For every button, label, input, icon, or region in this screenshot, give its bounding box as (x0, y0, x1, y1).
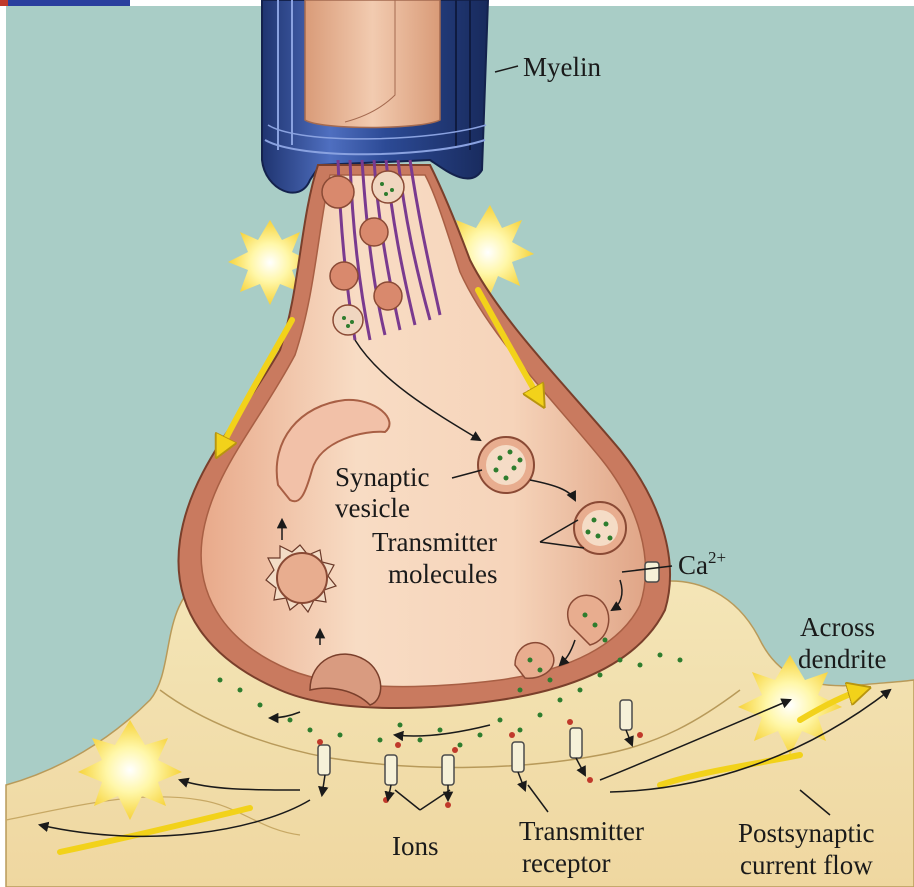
label-calcium-superscript: 2+ (708, 548, 726, 567)
label-synaptic-vesicle-line2: vesicle (335, 493, 410, 523)
label-synaptic-vesicle-line1: Synaptic (335, 462, 430, 492)
label-myelin: Myelin (523, 52, 601, 82)
label-transmitter-receptor-line2: receptor (522, 848, 610, 878)
label-ions: Ions (392, 831, 439, 861)
label-calcium-base: Ca (678, 550, 708, 580)
label-postsynaptic-current-flow-line1: Postsynaptic (738, 818, 875, 848)
label-transmitter-molecules-line1: Transmitter (372, 527, 497, 557)
label-transmitter-receptor-line1: Transmitter (519, 816, 644, 846)
label-across-dendrite-line2: dendrite (798, 644, 886, 674)
label-across-dendrite-line1: Across (800, 612, 875, 642)
label-transmitter-molecules-line2: molecules (388, 559, 497, 589)
label-postsynaptic-current-flow-line2: current flow (740, 850, 873, 880)
